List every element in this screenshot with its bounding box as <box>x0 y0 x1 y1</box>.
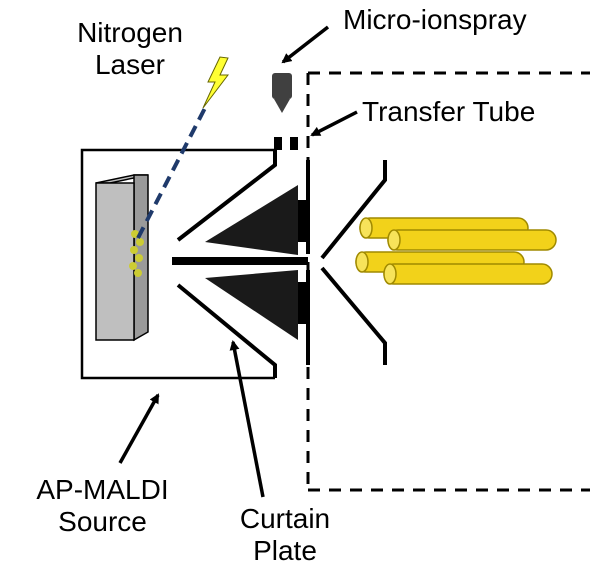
micro-ionspray-label: Micro-ionspray <box>343 4 527 35</box>
transfer-tube-right <box>290 137 298 150</box>
skimmer-cone <box>320 160 387 365</box>
laser-beam <box>136 107 207 239</box>
transfer-tube-label: Transfer Tube <box>362 96 536 127</box>
curtain-plate-arrow <box>229 340 265 498</box>
ionspray-arrow <box>281 25 330 64</box>
quadrupole-rod <box>383 263 553 285</box>
source-housing <box>80 148 275 380</box>
quadrupole-rods <box>355 217 557 285</box>
nitrogen-laser-line1: Nitrogen <box>77 17 183 48</box>
quadrupole-rod <box>387 229 557 251</box>
spray-needle-icon <box>272 73 292 113</box>
orifice-cone <box>172 185 308 340</box>
curtain-plate-line2: Plate <box>253 535 317 566</box>
ap-maldi-arrow <box>118 393 160 464</box>
vacuum-region-boundary <box>306 71 590 492</box>
ap-maldi-label: AP-MALDI Source <box>20 474 185 538</box>
curtain-plate-label: Curtain Plate <box>215 503 355 567</box>
ap-maldi-line2: Source <box>58 506 147 537</box>
nitrogen-laser-line2: Laser <box>94 49 166 80</box>
nitrogen-laser-label: Nitrogen Laser <box>55 17 205 81</box>
transfer-tube-left <box>274 137 282 150</box>
curtain-plate-line1: Curtain <box>239 503 331 534</box>
ap-maldi-line1: AP-MALDI <box>36 474 169 505</box>
curtain-plate <box>176 150 277 378</box>
transfer-tube-arrow <box>310 110 358 137</box>
lightning-bolt-icon <box>202 56 230 109</box>
label-arrows <box>118 25 358 498</box>
